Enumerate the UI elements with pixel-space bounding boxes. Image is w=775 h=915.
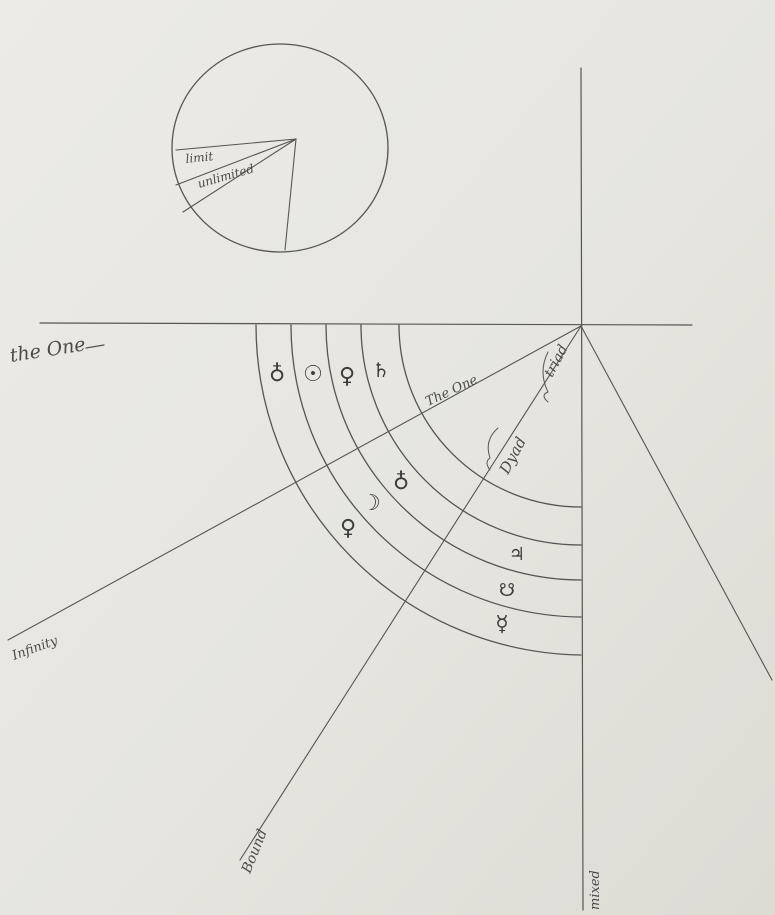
venus-symbol-icon: ♀	[340, 516, 356, 541]
mercury-symbol-icon: ☿	[495, 612, 509, 637]
saturn-symbol-icon: ♄	[372, 358, 390, 382]
venus-symbol-icon: ♀	[339, 364, 355, 389]
jupiter-symbol-icon: ♃	[509, 544, 525, 565]
pie-label-limit: limit	[185, 149, 214, 166]
sun-symbol-icon: ☉	[303, 362, 323, 387]
moon-symbol-icon: ☽	[361, 491, 381, 516]
earth-symbol-icon: ♁	[269, 362, 285, 387]
label-mixed: mixed	[588, 870, 603, 910]
node-symbol-icon: ☋	[499, 580, 515, 601]
earth-symbol-icon: ♁	[393, 470, 409, 495]
